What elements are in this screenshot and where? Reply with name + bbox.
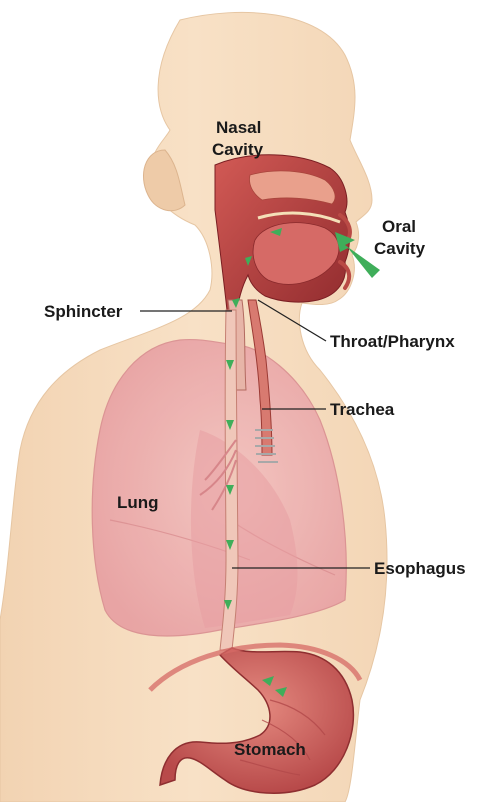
esophagus-label: Esophagus [374,559,466,578]
stomach-label: Stomach [234,740,306,759]
oral-cavity-label-line2: Cavity [374,239,426,258]
trachea-label: Trachea [330,400,395,419]
nasal-cavity-label-line2: Cavity [212,140,264,159]
lung-label: Lung [117,493,159,512]
sphincter-label: Sphincter [44,302,123,321]
nasal-cavity-label-line1: Nasal [216,118,261,137]
oral-cavity-label-line1: Oral [382,217,416,236]
throat-pharynx-label: Throat/Pharynx [330,332,455,351]
